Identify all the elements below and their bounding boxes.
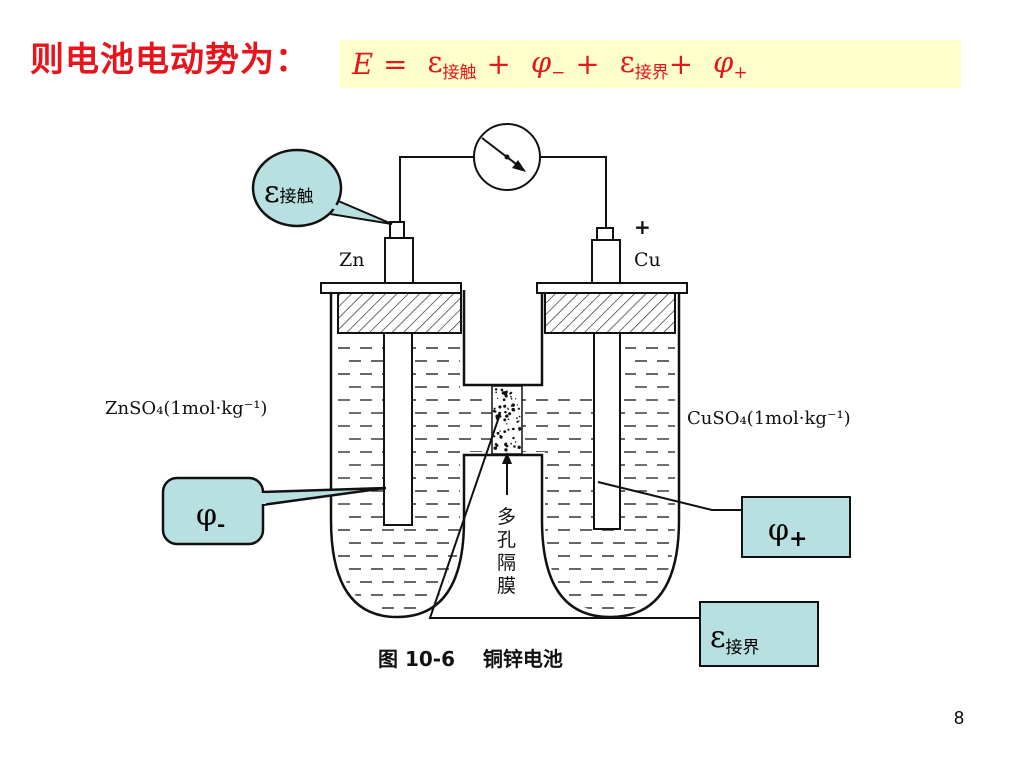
formula-equals: = bbox=[383, 47, 408, 81]
svg-text:ε接触: ε接触 bbox=[264, 175, 314, 210]
cuso4-label: CuSO₄(1mol·kg⁻¹) bbox=[687, 408, 851, 429]
callout-phi-minus-symbol: φ bbox=[196, 498, 217, 533]
external-wires bbox=[399, 156, 607, 232]
callout-junction: ε接界 bbox=[428, 413, 819, 667]
page-number: 8 bbox=[953, 708, 964, 728]
formula-plus-1: + bbox=[486, 47, 511, 81]
formula-phi-plus: φ+ bbox=[713, 45, 748, 83]
zn-electrode bbox=[383, 332, 413, 526]
cu-electrode bbox=[593, 332, 621, 530]
callout-junction-symbol: ε bbox=[710, 620, 726, 655]
formula-highlight bbox=[340, 40, 961, 88]
formula-eps-junction: ε接界 bbox=[619, 45, 669, 83]
formula-E: E bbox=[352, 47, 374, 81]
formula-plus-2: + bbox=[575, 47, 600, 81]
membrane-char-3: 隔 bbox=[497, 552, 516, 574]
membrane-char-4: 膜 bbox=[497, 575, 516, 597]
callout-contact-symbol: ε bbox=[264, 175, 280, 210]
callout-phi-plus-sub: + bbox=[789, 526, 807, 552]
cu-terminal bbox=[591, 227, 621, 287]
cu-label: Cu bbox=[634, 249, 661, 271]
figure-caption: 图 10-6 铜锌电池 bbox=[378, 647, 563, 671]
callout-contact-sub: 接触 bbox=[280, 187, 314, 207]
formula-phi-minus: φ− bbox=[530, 45, 566, 83]
callout-phi-plus-symbol: φ bbox=[768, 513, 789, 548]
slide-title: 则电池电动势为： bbox=[30, 40, 310, 80]
membrane-char-1: 多 bbox=[497, 506, 516, 528]
svg-text:ε接界: ε接界 bbox=[710, 620, 760, 658]
formula-eps-contact: ε接触 bbox=[427, 45, 477, 83]
svg-text:φ+: φ+ bbox=[768, 513, 807, 552]
svg-text:φ-: φ- bbox=[196, 498, 225, 536]
cell-vessel bbox=[320, 282, 688, 619]
positive-sign: + bbox=[634, 215, 651, 239]
callout-phi-minus-sub: - bbox=[217, 512, 225, 536]
callout-phi-plus: φ+ bbox=[597, 481, 851, 558]
callout-phi-minus: φ- bbox=[161, 476, 387, 546]
membrane-label: 多 孔 隔 膜 bbox=[497, 506, 516, 597]
membrane-char-2: 孔 bbox=[497, 529, 516, 551]
zn-terminal bbox=[384, 221, 414, 287]
callout-junction-sub: 接界 bbox=[726, 638, 760, 658]
emf-formula: E = ε接触 + φ− + ε接界 + φ+ bbox=[352, 40, 748, 88]
znso4-label: ZnSO₄(1mol·kg⁻¹) bbox=[105, 398, 267, 419]
porous-membrane bbox=[491, 385, 523, 455]
formula-plus-3: + bbox=[668, 47, 694, 81]
callout-contact: ε接触 bbox=[251, 148, 393, 228]
voltmeter bbox=[473, 123, 541, 191]
zn-label: Zn bbox=[339, 249, 364, 271]
membrane-arrow bbox=[502, 452, 512, 495]
